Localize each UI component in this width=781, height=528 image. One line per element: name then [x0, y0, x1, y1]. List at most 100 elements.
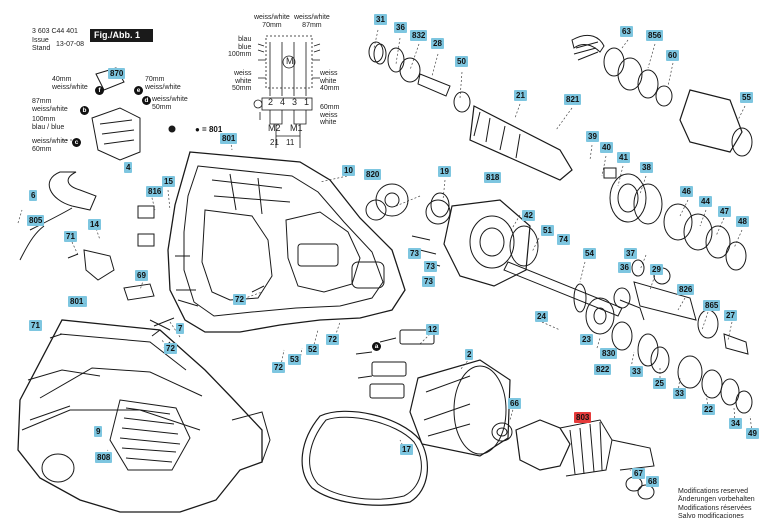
part-number-callout: 15 — [162, 176, 175, 187]
part-number-callout: 60 — [666, 50, 679, 61]
part-number-callout: 856 — [646, 30, 664, 41]
part-number-callout: 870 — [108, 68, 126, 79]
part-number-callout: 10 — [342, 165, 355, 176]
part-number-callout: 801 — [68, 296, 86, 307]
part-number-callout: 2 — [465, 349, 474, 360]
part-number-callout: 31 — [374, 14, 387, 25]
part-number-callout: 22 — [702, 404, 715, 415]
part-number-callout: 36 — [618, 262, 631, 273]
part-number-callout: 865 — [703, 300, 721, 311]
part-number-callout: 21 — [514, 90, 527, 101]
part-number-callout: 44 — [699, 196, 712, 207]
part-number-callout: 19 — [438, 166, 451, 177]
motor-label: M1 — [290, 123, 303, 133]
part-number-callout: 73 — [408, 248, 421, 259]
part-number-callout: 830 — [600, 348, 618, 359]
modifications-notice: Modifications reserved Änderungen vorbeh… — [678, 488, 755, 522]
part-number-callout: 71 — [64, 231, 77, 242]
terminal-number: 1 — [304, 97, 310, 107]
part-number-callout: 832 — [410, 30, 428, 41]
part-number-callout: 54 — [583, 248, 596, 259]
part-number-callout: 40 — [600, 142, 613, 153]
issue-date: 13-07-08 — [56, 41, 85, 48]
part-number: 3 603 C44 401 — [32, 28, 78, 35]
part-number-callout: 72 — [164, 343, 177, 354]
part-number-callout: 14 — [88, 219, 101, 230]
part-number-callout: 826 — [677, 284, 695, 295]
part-number-callout: 69 — [135, 270, 148, 281]
connector-letter-badge: d — [142, 96, 151, 105]
part-number-callout: 72 — [326, 334, 339, 345]
part-number-callout: 50 — [455, 56, 468, 67]
part-number-callout: 73 — [424, 261, 437, 272]
part-number-callout: 6 — [29, 190, 38, 201]
part-number-callout: 33 — [630, 366, 643, 377]
part-number-callout: 47 — [718, 206, 731, 217]
part-number-callout: 67 — [632, 468, 645, 479]
part-number-callout: 46 — [680, 186, 693, 197]
part-number-callout: 803 — [574, 412, 592, 423]
connector-letter-badge: b — [80, 106, 89, 115]
part-number-callout: 816 — [146, 186, 164, 197]
stand-label: Stand — [32, 45, 51, 52]
modifications-line: Änderungen vorbehalten — [678, 496, 755, 504]
part-number-callout: 4 — [124, 162, 133, 173]
connector-letter-badge: c — [72, 138, 81, 147]
motor-label: M2 — [268, 123, 281, 133]
issue-label: Issue — [32, 37, 49, 44]
part-number-callout: 72 — [272, 362, 285, 373]
part-number-callout: 821 — [564, 94, 582, 105]
modifications-line: Modifications réservées — [678, 504, 752, 512]
part-number-callout: 17 — [400, 444, 413, 455]
connector-letter-badge: a — [372, 342, 381, 351]
part-number-callout: 52 — [306, 344, 319, 355]
connector-letter-badge: e — [134, 86, 143, 95]
part-number-callout: 38 — [640, 162, 653, 173]
part-number-callout: 71 — [29, 320, 42, 331]
terminal-number: 4 — [280, 97, 286, 107]
modifications-line: Salvo modificaciones — [678, 513, 744, 521]
bullet-ref-number: 801 — [208, 125, 223, 134]
part-number-callout: 822 — [594, 364, 612, 375]
part-number-callout: 7 — [176, 323, 185, 334]
motor-label: M — [286, 56, 294, 66]
part-number-callout: 48 — [736, 216, 749, 227]
figure-label: Fig./Abb. 1 — [90, 29, 153, 42]
part-number-callout: 9 — [94, 426, 103, 437]
part-number-callout: 49 — [746, 428, 759, 439]
part-number-callout: 55 — [740, 92, 753, 103]
part-number-callout: 808 — [95, 452, 113, 463]
part-number-callout: 73 — [422, 276, 435, 287]
bullet-prefix: ● = — [195, 125, 207, 134]
part-number-callout: 72 — [233, 294, 246, 305]
terminal-number: 3 — [292, 97, 298, 107]
part-number-callout: 27 — [724, 310, 737, 321]
part-number-callout: 23 — [580, 334, 593, 345]
pin-number: 21 — [270, 138, 279, 147]
part-number-callout: 28 — [431, 38, 444, 49]
part-number-callout: 74 — [557, 234, 570, 245]
part-number-callout: 53 — [288, 354, 301, 365]
part-number-callout: 68 — [646, 476, 659, 487]
part-number-callout: 12 — [426, 324, 439, 335]
part-number-callout: 24 — [535, 311, 548, 322]
part-number-callout: 63 — [620, 26, 633, 37]
part-number-callout: 66 — [508, 398, 521, 409]
part-number-callout: 41 — [617, 152, 630, 163]
part-number-callout: 34 — [729, 418, 742, 429]
part-number-callout: 801 — [220, 133, 238, 144]
part-number-callout: 36 — [394, 22, 407, 33]
part-number-callout: 37 — [624, 248, 637, 259]
bullet-reference: ● = 801 — [195, 124, 222, 135]
